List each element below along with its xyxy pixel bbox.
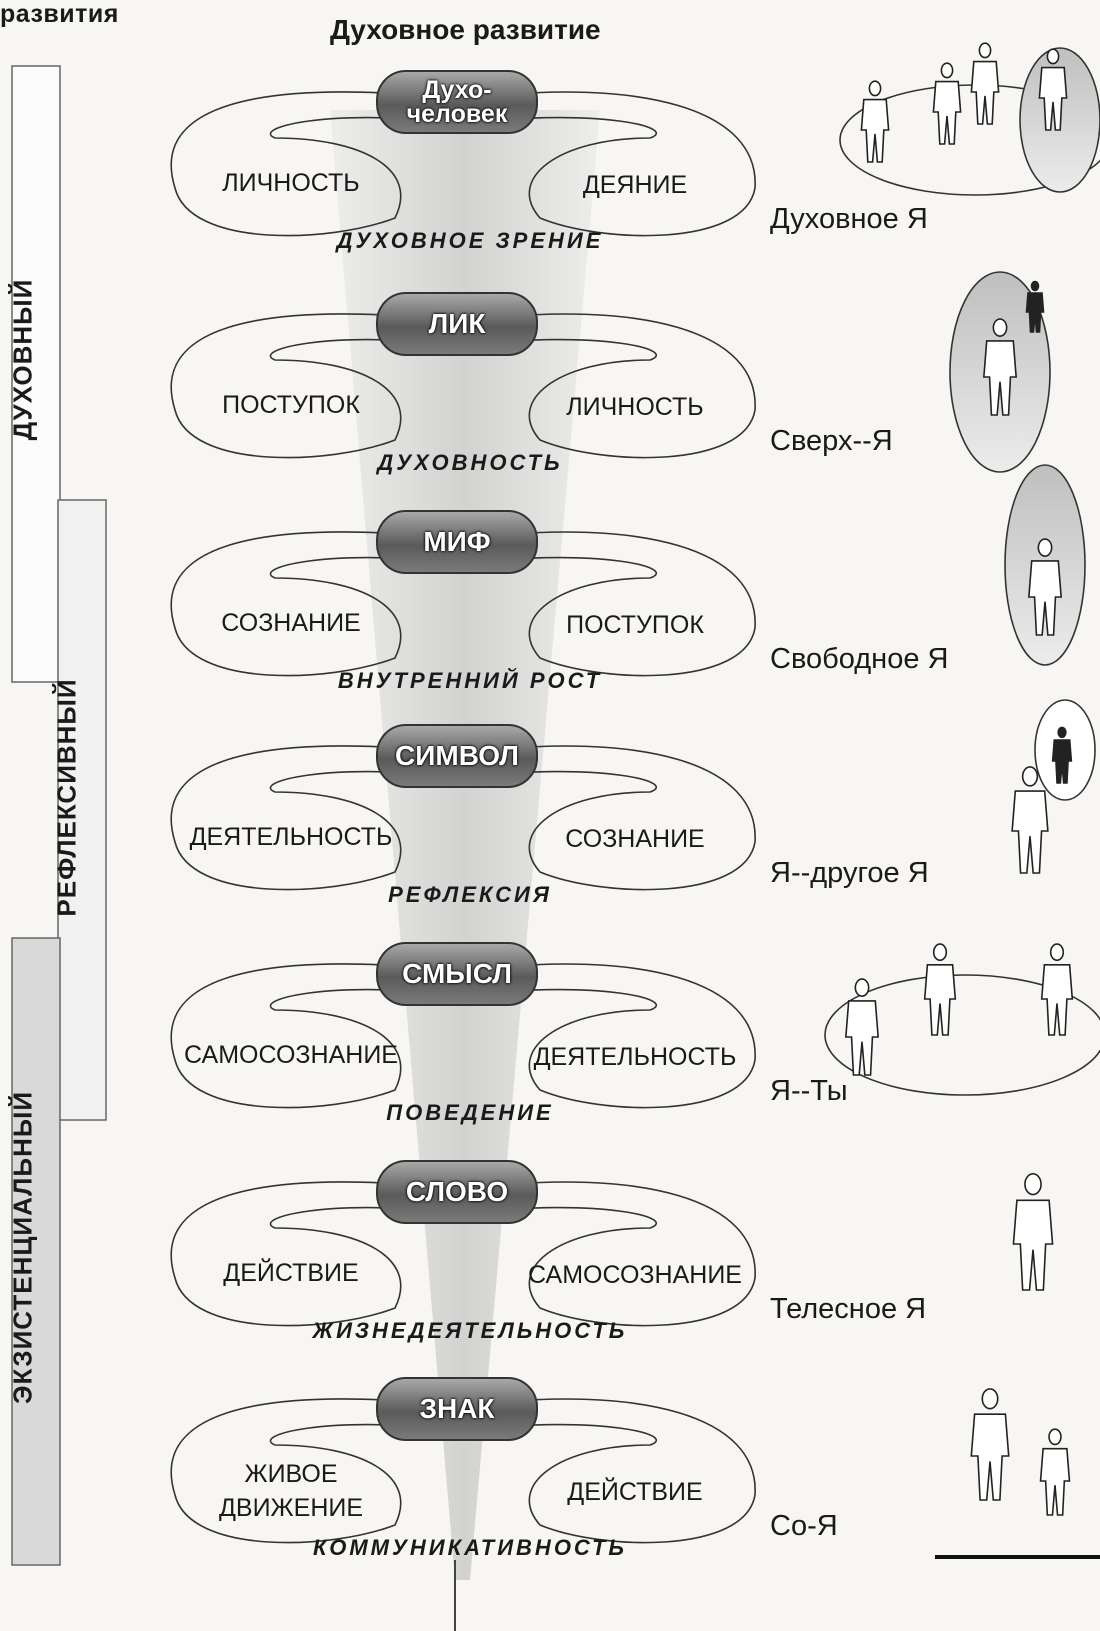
side-bar-spiritual <box>11 65 61 683</box>
level-right-term: ДЕЯНИЕ <box>582 171 688 199</box>
development-cone <box>330 110 600 1580</box>
human-figure <box>970 1388 1010 1501</box>
side-bar-existential <box>11 937 61 1566</box>
self-type-label: Сверх--Я <box>770 425 893 457</box>
level-node: СИМВОЛ <box>376 724 538 788</box>
level-outline <box>170 1181 756 1327</box>
level-node: МИФ <box>376 510 538 574</box>
human-figure <box>1011 766 1049 874</box>
human-figure <box>1040 943 1074 1036</box>
level-right-term: САМОСОЗНАНИЕ <box>528 1261 742 1289</box>
self-type-label: Я--Ты <box>770 1075 848 1107</box>
human-figure <box>1038 48 1068 131</box>
right-loop <box>469 91 756 237</box>
level-node: ЛИК <box>376 292 538 356</box>
right-loop <box>469 1398 756 1544</box>
left-loop <box>170 963 451 1109</box>
level-left-term: ЛИЧНОСТЬ <box>222 169 360 197</box>
level-right-term: ДЕЯТЕЛЬНОСТЬ <box>533 1043 737 1071</box>
human-figure <box>982 318 1018 416</box>
level-left-term: СОЗНАНИЕ <box>221 609 361 637</box>
ground-ellipse <box>824 974 1100 1096</box>
human-figure <box>970 42 1000 125</box>
human-figure <box>1051 726 1073 784</box>
level-left-term: САМОСОЗНАНИЕ <box>184 1041 398 1069</box>
side-label-reflexive: РЕФЛЕКСИВНЫЙ <box>51 678 82 917</box>
level-left-term: ЖИВОЕ ДВИЖЕНИЕ <box>218 1460 364 1522</box>
human-figure <box>860 80 890 163</box>
level-right-term: ДЕЙСТВИЕ <box>567 1478 703 1506</box>
level-axis-label: РЕФЛЕКСИЯ <box>388 882 552 907</box>
human-figure <box>1039 1428 1071 1516</box>
level-left-term: ДЕЙСТВИЕ <box>223 1259 359 1287</box>
level-left-term: ДЕЯТЕЛЬНОСТЬ <box>189 823 393 851</box>
left-loop <box>170 745 451 891</box>
self-type-label: Я--другое Я <box>770 857 929 889</box>
level-right-term: ПОСТУПОК <box>566 611 704 639</box>
right-loop <box>469 745 756 891</box>
level-outline <box>170 745 756 891</box>
level-axis-label: ДУХОВНОЕ ЗРЕНИЕ <box>336 228 604 253</box>
level-node: ЗНАК <box>376 1377 538 1441</box>
right-loop <box>469 963 756 1109</box>
level-outline <box>170 1398 756 1544</box>
left-loop <box>170 1181 451 1327</box>
self-type-label: Свободное Я <box>770 643 949 675</box>
self-type-label: Телесное Я <box>770 1293 927 1325</box>
level-axis-label: ПОВЕДЕНИЕ <box>386 1100 554 1125</box>
right-loop <box>469 313 756 459</box>
side-label-existential: ЭКЗИСТЕНЦИАЛЬНЫЙ <box>7 1090 38 1405</box>
level-right-term: ЛИЧНОСТЬ <box>566 393 704 421</box>
level-right-term: СОЗНАНИЕ <box>565 825 705 853</box>
human-figure <box>1027 538 1063 636</box>
level-outline <box>170 91 756 237</box>
level-axis-label: ЖИЗНЕДЕЯТЕЛЬНОСТЬ <box>312 1318 628 1343</box>
level-node: СМЫСЛ <box>376 942 538 1006</box>
left-loop <box>170 91 451 237</box>
left-loop <box>170 531 451 677</box>
human-figure <box>932 62 962 145</box>
human-figure <box>1012 1173 1054 1291</box>
left-loop <box>170 313 451 459</box>
human-figure <box>1025 280 1045 333</box>
page-title: развития <box>0 0 119 28</box>
side-label-spiritual: ДУХОВНЫЙ <box>7 278 38 441</box>
level-node: Духо- человек <box>376 70 538 134</box>
human-figure <box>923 943 957 1036</box>
level-node: СЛОВО <box>376 1160 538 1224</box>
level-outline <box>170 531 756 677</box>
left-loop <box>170 1398 451 1544</box>
right-loop <box>469 1181 756 1327</box>
level-left-term: ПОСТУПОК <box>222 391 360 419</box>
top-caption: Духовное развитие <box>330 14 601 45</box>
level-axis-label: КОММУНИКАТИВНОСТЬ <box>312 1535 627 1560</box>
level-outline <box>170 313 756 459</box>
self-type-label: Духовное Я <box>770 203 928 235</box>
right-loop <box>469 531 756 677</box>
side-bar-reflexive <box>57 499 107 1121</box>
human-figure <box>844 978 880 1076</box>
level-axis-label: ВНУТРЕННИЙ РОСТ <box>337 668 603 693</box>
self-type-label: Со-Я <box>770 1510 838 1542</box>
level-outline <box>170 963 756 1109</box>
level-axis-label: ДУХОВНОСТЬ <box>377 450 563 475</box>
